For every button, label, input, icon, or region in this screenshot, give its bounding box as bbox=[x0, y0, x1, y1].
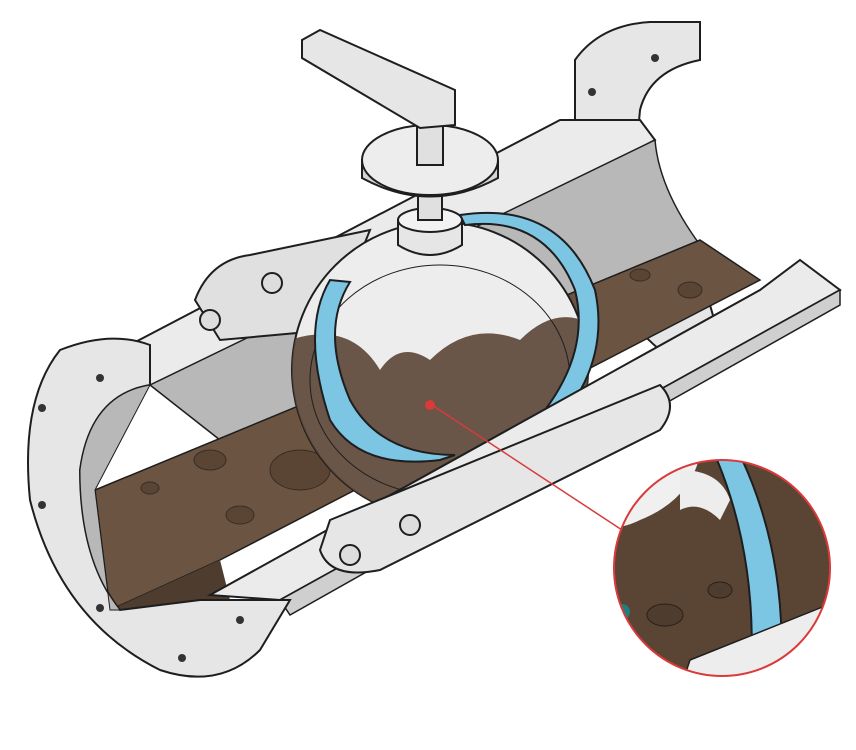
stem-and-handle bbox=[301, 28, 499, 256]
magnifier-callout bbox=[431, 404, 831, 677]
left-flange bbox=[27, 337, 292, 678]
callout-point bbox=[425, 400, 435, 410]
pipe-lower-wall bbox=[199, 258, 842, 616]
